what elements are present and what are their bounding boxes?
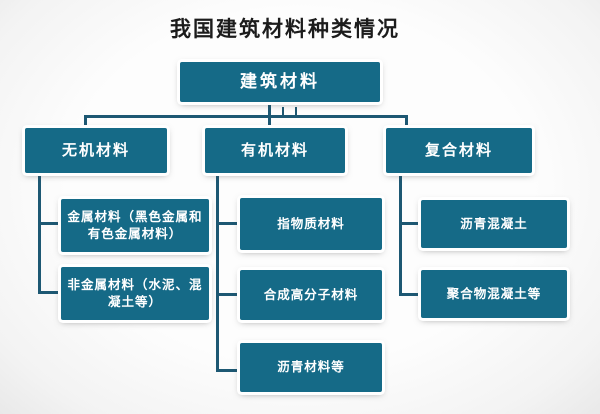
connector-composite-child-2 xyxy=(399,293,421,296)
connector-organic-spine xyxy=(216,173,219,372)
leaf-nonmetal-materials: 非金属材料（水泥、混凝土等） xyxy=(61,267,209,320)
connector-left-elbow xyxy=(84,115,87,128)
connector-right-elbow xyxy=(405,115,408,128)
node-organic-materials: 有机材料 xyxy=(205,128,345,173)
leaf-asphalt-materials: 沥青材料等 xyxy=(240,343,382,392)
leaf-synthetic-polymer-materials: 合成高分子材料 xyxy=(240,270,382,320)
connector-inorganic-spine xyxy=(38,173,41,294)
diagram-title: 我国建筑材料种类情况 xyxy=(170,16,400,41)
connector-organic-child-1 xyxy=(216,222,240,225)
leaf-polymer-concrete: 聚合物混凝土等 xyxy=(421,270,567,318)
leaf-metal-materials: 金属材料（黑色金属和有色金属材料） xyxy=(61,199,209,252)
connector-root-drop xyxy=(268,104,271,128)
leaf-asphalt-concrete: 沥青混凝土 xyxy=(421,200,567,248)
node-composite-materials: 复合材料 xyxy=(386,128,532,173)
node-building-materials: 建筑材料 xyxy=(180,62,380,102)
connector-root-stub-2 xyxy=(295,107,297,117)
connector-composite-child-1 xyxy=(399,222,421,225)
connector-organic-child-3 xyxy=(216,369,240,372)
leaf-plant-matter-materials: 指物质材料 xyxy=(240,198,382,250)
connector-inorganic-child-1 xyxy=(38,222,61,225)
connector-inorganic-child-2 xyxy=(38,291,61,294)
connector-horizontal-main xyxy=(84,115,408,118)
node-inorganic-materials: 无机材料 xyxy=(25,128,167,173)
connector-root-stub-1 xyxy=(282,107,284,117)
connector-organic-child-2 xyxy=(216,293,240,296)
connector-composite-spine xyxy=(399,173,402,296)
